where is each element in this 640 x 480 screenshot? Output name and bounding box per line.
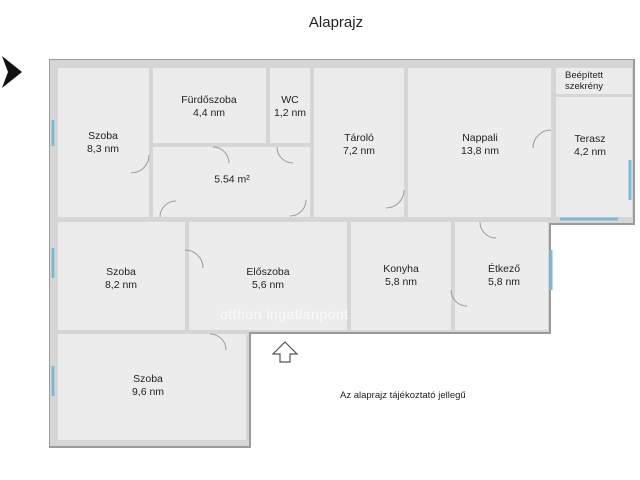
room-terasz bbox=[556, 97, 632, 217]
room-name: Előszoba bbox=[246, 266, 290, 278]
room-area: 4,4 nm bbox=[192, 107, 226, 119]
room-label: 5.54 m² bbox=[214, 174, 250, 187]
room-wc bbox=[270, 68, 310, 143]
room-szekreny bbox=[556, 68, 632, 94]
room-etkezo bbox=[455, 222, 548, 330]
room-area: 13,8 nm bbox=[461, 145, 499, 157]
watermark: otthon ingatlanpont bbox=[220, 306, 349, 322]
room-area: 8,2 nm bbox=[104, 279, 138, 291]
room-name: Szoba bbox=[88, 130, 118, 142]
room-name: Terasz bbox=[574, 133, 606, 145]
room-area: 4,2 nm bbox=[573, 146, 607, 158]
room-eloszoba bbox=[189, 222, 347, 330]
room-area: 8,3 nm bbox=[86, 143, 120, 155]
room-area: 5,6 nm bbox=[251, 279, 285, 291]
room-area: 1,2 nm bbox=[273, 107, 307, 119]
room-label: Beépített szekrény bbox=[554, 70, 614, 92]
room-name: WC bbox=[281, 94, 299, 106]
room-name: Szoba bbox=[106, 266, 136, 278]
room-konyha bbox=[351, 222, 451, 330]
room-area: 5,8 nm bbox=[487, 276, 521, 288]
room-name: Fürdőszoba bbox=[181, 94, 237, 106]
room-szoba-2 bbox=[58, 222, 185, 330]
room-name: Nappali bbox=[462, 132, 498, 144]
room-name: Konyha bbox=[383, 263, 419, 275]
page-title: Alaprajz bbox=[308, 14, 364, 31]
room-name: Szoba bbox=[133, 373, 163, 385]
room-area: 5.54 m² bbox=[214, 173, 250, 186]
room-name: Tároló bbox=[344, 132, 374, 144]
disclaimer-note: Az alaprajz tájékoztató jellegű bbox=[340, 390, 466, 401]
compass-icon bbox=[2, 56, 22, 88]
room-furdoszoba bbox=[153, 68, 266, 143]
room-szoba-3 bbox=[58, 334, 246, 440]
room-hall bbox=[153, 147, 310, 217]
room-area: 5,8 nm bbox=[384, 276, 418, 288]
room-tarolo bbox=[314, 68, 404, 217]
room-name: Beépített szekrény bbox=[564, 70, 604, 92]
room-name: Étkező bbox=[487, 263, 521, 275]
room-szoba-1 bbox=[58, 68, 149, 217]
entrance-arrow-icon bbox=[271, 341, 299, 363]
room-nappali bbox=[408, 68, 551, 217]
room-area: 7,2 nm bbox=[342, 145, 376, 157]
room-area: 9,6 nm bbox=[131, 386, 165, 398]
